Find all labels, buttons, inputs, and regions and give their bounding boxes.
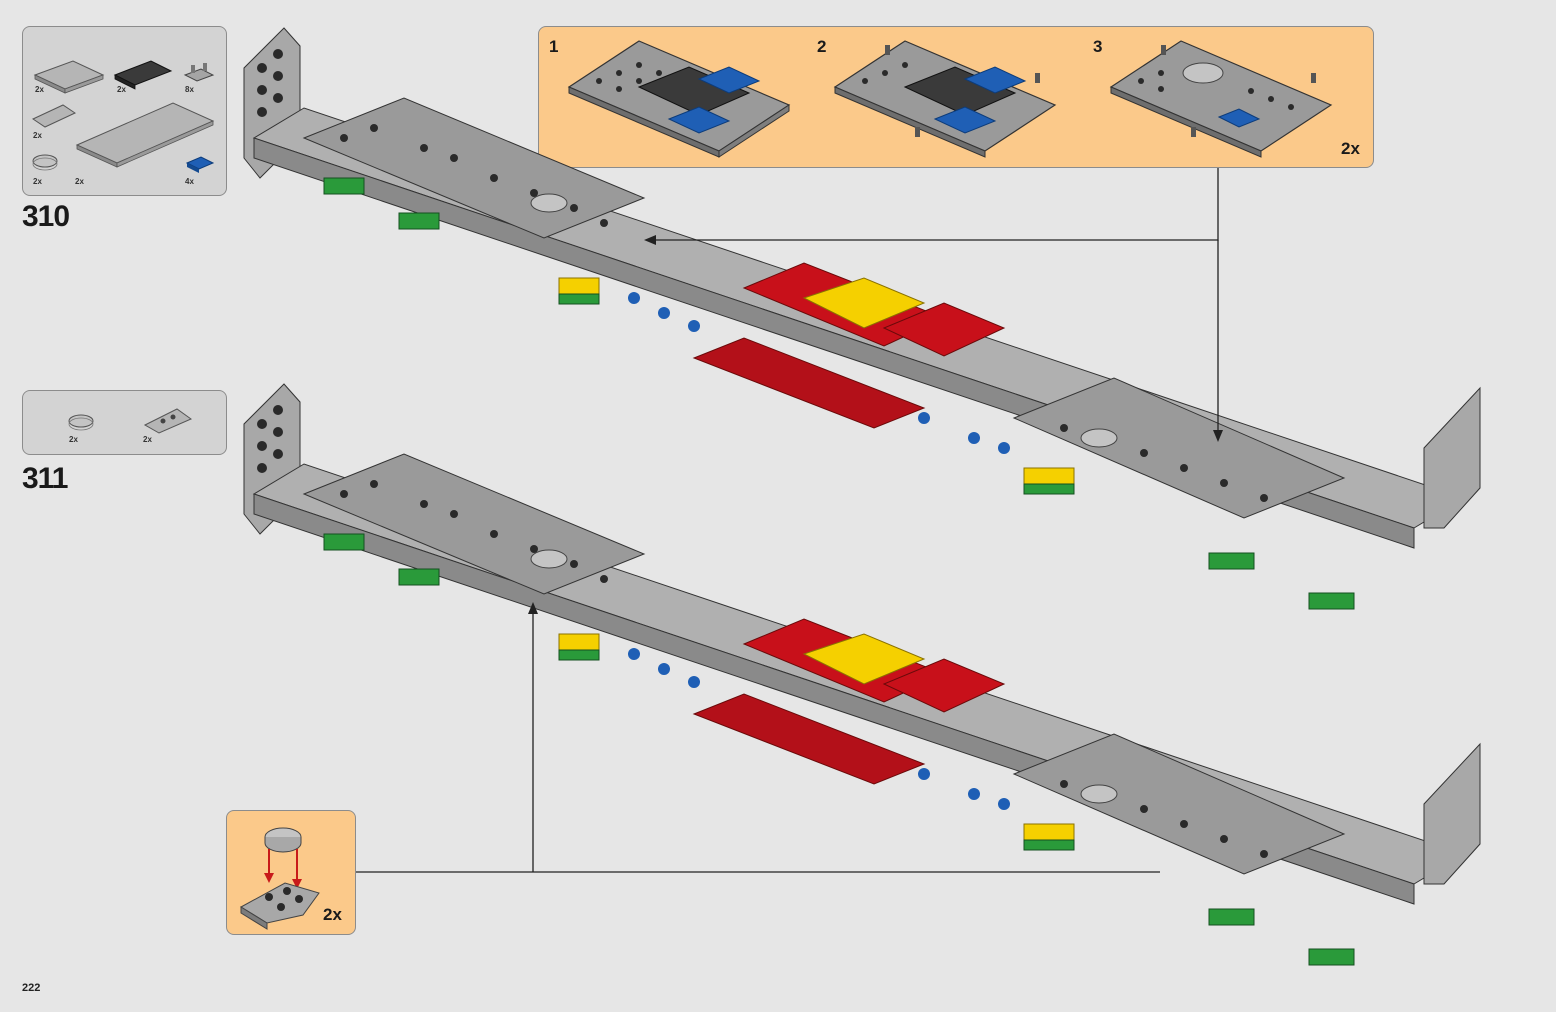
substep-3-illustration [1109,40,1333,158]
arrow-head-icon [528,602,538,614]
parts-list-310: 2x 2x 8x 2x 2x 2x 4x [22,26,227,196]
part-qty: 2x [33,177,42,186]
part-qty: 2x [75,177,84,186]
gray-plate-4x6-icon [33,60,105,94]
model-step-311 [243,383,1481,966]
wedge-plate-icon [31,104,77,128]
round-tile-icon [32,154,58,171]
part-qty: 2x [117,85,126,94]
subassembly-callout-310: 1 2 3 2x [538,26,1374,168]
subassembly-callout-311: 2x [226,810,356,935]
black-plate-icon [113,60,173,90]
subassembly-illustration [567,40,1333,158]
substep-1-illustration [567,40,791,158]
part-qty: 2x [143,435,152,444]
substep-number: 1 [549,37,559,56]
blue-tile-icon [185,156,215,173]
page-number: 222 [22,982,41,994]
subassembly-multiplier: 2x [1341,139,1360,158]
part-qty: 2x [35,85,44,94]
parts-illustration-310 [31,60,215,173]
part-qty: 2x [33,131,42,140]
step-number: 311 [22,462,68,495]
wedge-plate-icon [240,882,320,930]
step-number: 310 [22,200,70,233]
callout-leader-311 [356,612,1160,873]
substep-number: 2 [817,37,827,56]
gray-plate-long-icon [75,102,215,168]
substep-2-illustration [833,40,1057,158]
callout-leader-310 [656,168,1219,432]
parts-illustration-311 [68,408,193,434]
part-qty: 8x [185,85,194,94]
callout-multiplier: 2x [323,905,342,924]
substep-number: 3 [1093,37,1103,56]
arrow-head-icon [644,235,656,245]
round-tile-icon [264,827,302,853]
part-qty: 4x [185,177,194,186]
clip-plate-icon [183,63,215,82]
arrow-head-icon [1213,430,1223,442]
wedge-plate-icon [143,408,193,434]
round-tile-icon [68,414,94,431]
part-qty: 2x [69,435,78,444]
parts-list-311: 2x 2x [22,390,227,455]
down-arrow-icon [264,849,302,889]
